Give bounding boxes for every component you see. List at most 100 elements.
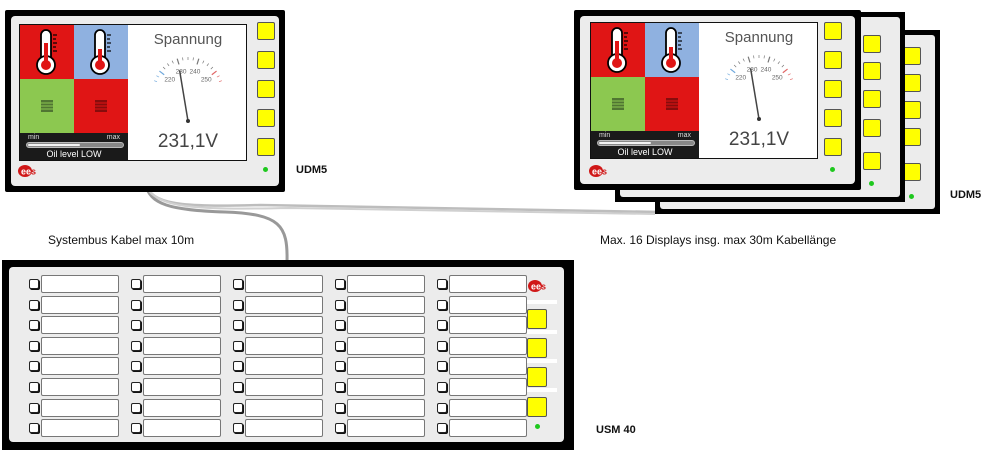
function-button-3[interactable] bbox=[903, 101, 921, 119]
oil-level-label: Oil level LOW bbox=[617, 147, 673, 157]
oil-level-fill bbox=[28, 144, 80, 146]
function-button-4[interactable] bbox=[527, 397, 547, 417]
alarm-slot bbox=[233, 378, 323, 396]
slot-indicator bbox=[335, 299, 345, 310]
alarm-slot bbox=[131, 378, 221, 396]
svg-text:s: s bbox=[541, 282, 546, 292]
slot-label-field bbox=[449, 275, 527, 293]
function-button-2[interactable] bbox=[863, 62, 881, 80]
function-button-5[interactable] bbox=[824, 138, 842, 156]
alarm-slot bbox=[131, 316, 221, 335]
gauge-needle bbox=[749, 68, 760, 120]
oil-level-label: Oil level LOW bbox=[46, 149, 102, 159]
gauge-tick bbox=[216, 75, 220, 78]
oil-level-fill bbox=[599, 142, 651, 144]
function-button-2[interactable] bbox=[257, 51, 275, 69]
oil-level-indicator: min max Oil level LOW bbox=[591, 131, 699, 158]
function-button-5[interactable] bbox=[903, 163, 921, 181]
function-button-3[interactable] bbox=[824, 80, 842, 98]
alarm-slot bbox=[335, 357, 425, 376]
slot-indicator bbox=[437, 340, 447, 351]
divider bbox=[527, 330, 557, 334]
slot-label-field bbox=[143, 398, 221, 417]
slot-indicator bbox=[131, 340, 141, 351]
slot-label-field bbox=[41, 378, 119, 396]
gauge-tick bbox=[156, 75, 160, 78]
function-button-5[interactable] bbox=[863, 152, 881, 170]
oil-min-label: min bbox=[28, 134, 40, 141]
gauge-value: 231,1V bbox=[157, 131, 219, 152]
gauge-tick bbox=[747, 56, 751, 63]
udm5-label-right: UDM5 bbox=[950, 189, 982, 201]
slot-label-field bbox=[347, 316, 425, 335]
gauge-tick bbox=[767, 56, 771, 63]
slot-indicator bbox=[131, 402, 141, 413]
function-button-2[interactable] bbox=[527, 338, 547, 358]
function-button-1[interactable] bbox=[527, 309, 547, 329]
slot-label-field bbox=[347, 378, 425, 396]
gauge-title: Spannung bbox=[724, 29, 794, 46]
alarm-slot bbox=[29, 419, 119, 438]
slot-indicator bbox=[335, 361, 345, 372]
slot-label-field bbox=[143, 357, 221, 376]
gauge-tick bbox=[206, 63, 209, 67]
slot-label-field bbox=[143, 316, 221, 335]
function-button-3[interactable] bbox=[527, 367, 547, 387]
alarm-slot bbox=[233, 398, 323, 417]
alarm-slot bbox=[437, 357, 527, 376]
oil-level-indicator: min max Oil level LOW bbox=[20, 133, 128, 160]
gauge-tick bbox=[777, 61, 780, 65]
function-button-1[interactable] bbox=[863, 35, 881, 53]
function-button-4[interactable] bbox=[903, 128, 921, 146]
usm40-label: USM 40 bbox=[596, 424, 636, 436]
gauge-title: Spannung bbox=[153, 31, 223, 48]
alarm-slot bbox=[131, 336, 221, 355]
slot-indicator bbox=[335, 402, 345, 413]
gauge-tick-label: 230 bbox=[176, 69, 187, 76]
gauge-tick bbox=[738, 61, 741, 65]
slot-label-field bbox=[449, 357, 527, 376]
function-button-4[interactable] bbox=[257, 109, 275, 127]
slot-indicator bbox=[29, 340, 39, 351]
oil-max-label: max bbox=[677, 132, 691, 139]
function-button-3[interactable] bbox=[863, 90, 881, 108]
slot-label-field bbox=[449, 378, 527, 396]
pattern-icon bbox=[645, 77, 699, 131]
function-button-2[interactable] bbox=[903, 74, 921, 92]
function-button-1[interactable] bbox=[257, 22, 275, 40]
slot-label-field bbox=[143, 419, 221, 438]
slot-indicator bbox=[437, 402, 447, 413]
thermometer-icon bbox=[74, 25, 128, 79]
slot-label-field bbox=[347, 295, 425, 314]
function-button-4[interactable] bbox=[824, 109, 842, 127]
slot-indicator bbox=[131, 299, 141, 310]
slot-label-field bbox=[245, 275, 323, 293]
function-button-3[interactable] bbox=[257, 80, 275, 98]
function-button-5[interactable] bbox=[257, 138, 275, 156]
gauge-tick bbox=[202, 60, 205, 64]
function-button-4[interactable] bbox=[863, 119, 881, 137]
pattern-icon bbox=[591, 77, 645, 131]
gauge-tick-label: 240 bbox=[189, 69, 200, 76]
function-button-1[interactable] bbox=[824, 22, 842, 40]
alarm-slot bbox=[437, 419, 527, 438]
slot-indicator bbox=[29, 299, 39, 310]
slot-indicator bbox=[29, 279, 39, 289]
systembus-cable bbox=[143, 182, 289, 263]
function-button-1[interactable] bbox=[903, 47, 921, 65]
gauge-hub bbox=[186, 119, 190, 123]
slot-label-field bbox=[449, 295, 527, 314]
slot-indicator bbox=[29, 423, 39, 434]
usm40-slot-grid bbox=[9, 267, 529, 442]
function-button-2[interactable] bbox=[824, 51, 842, 69]
gauge-tick bbox=[782, 68, 788, 74]
gauge-value: 231,1V bbox=[728, 129, 790, 150]
status-led bbox=[869, 181, 874, 186]
